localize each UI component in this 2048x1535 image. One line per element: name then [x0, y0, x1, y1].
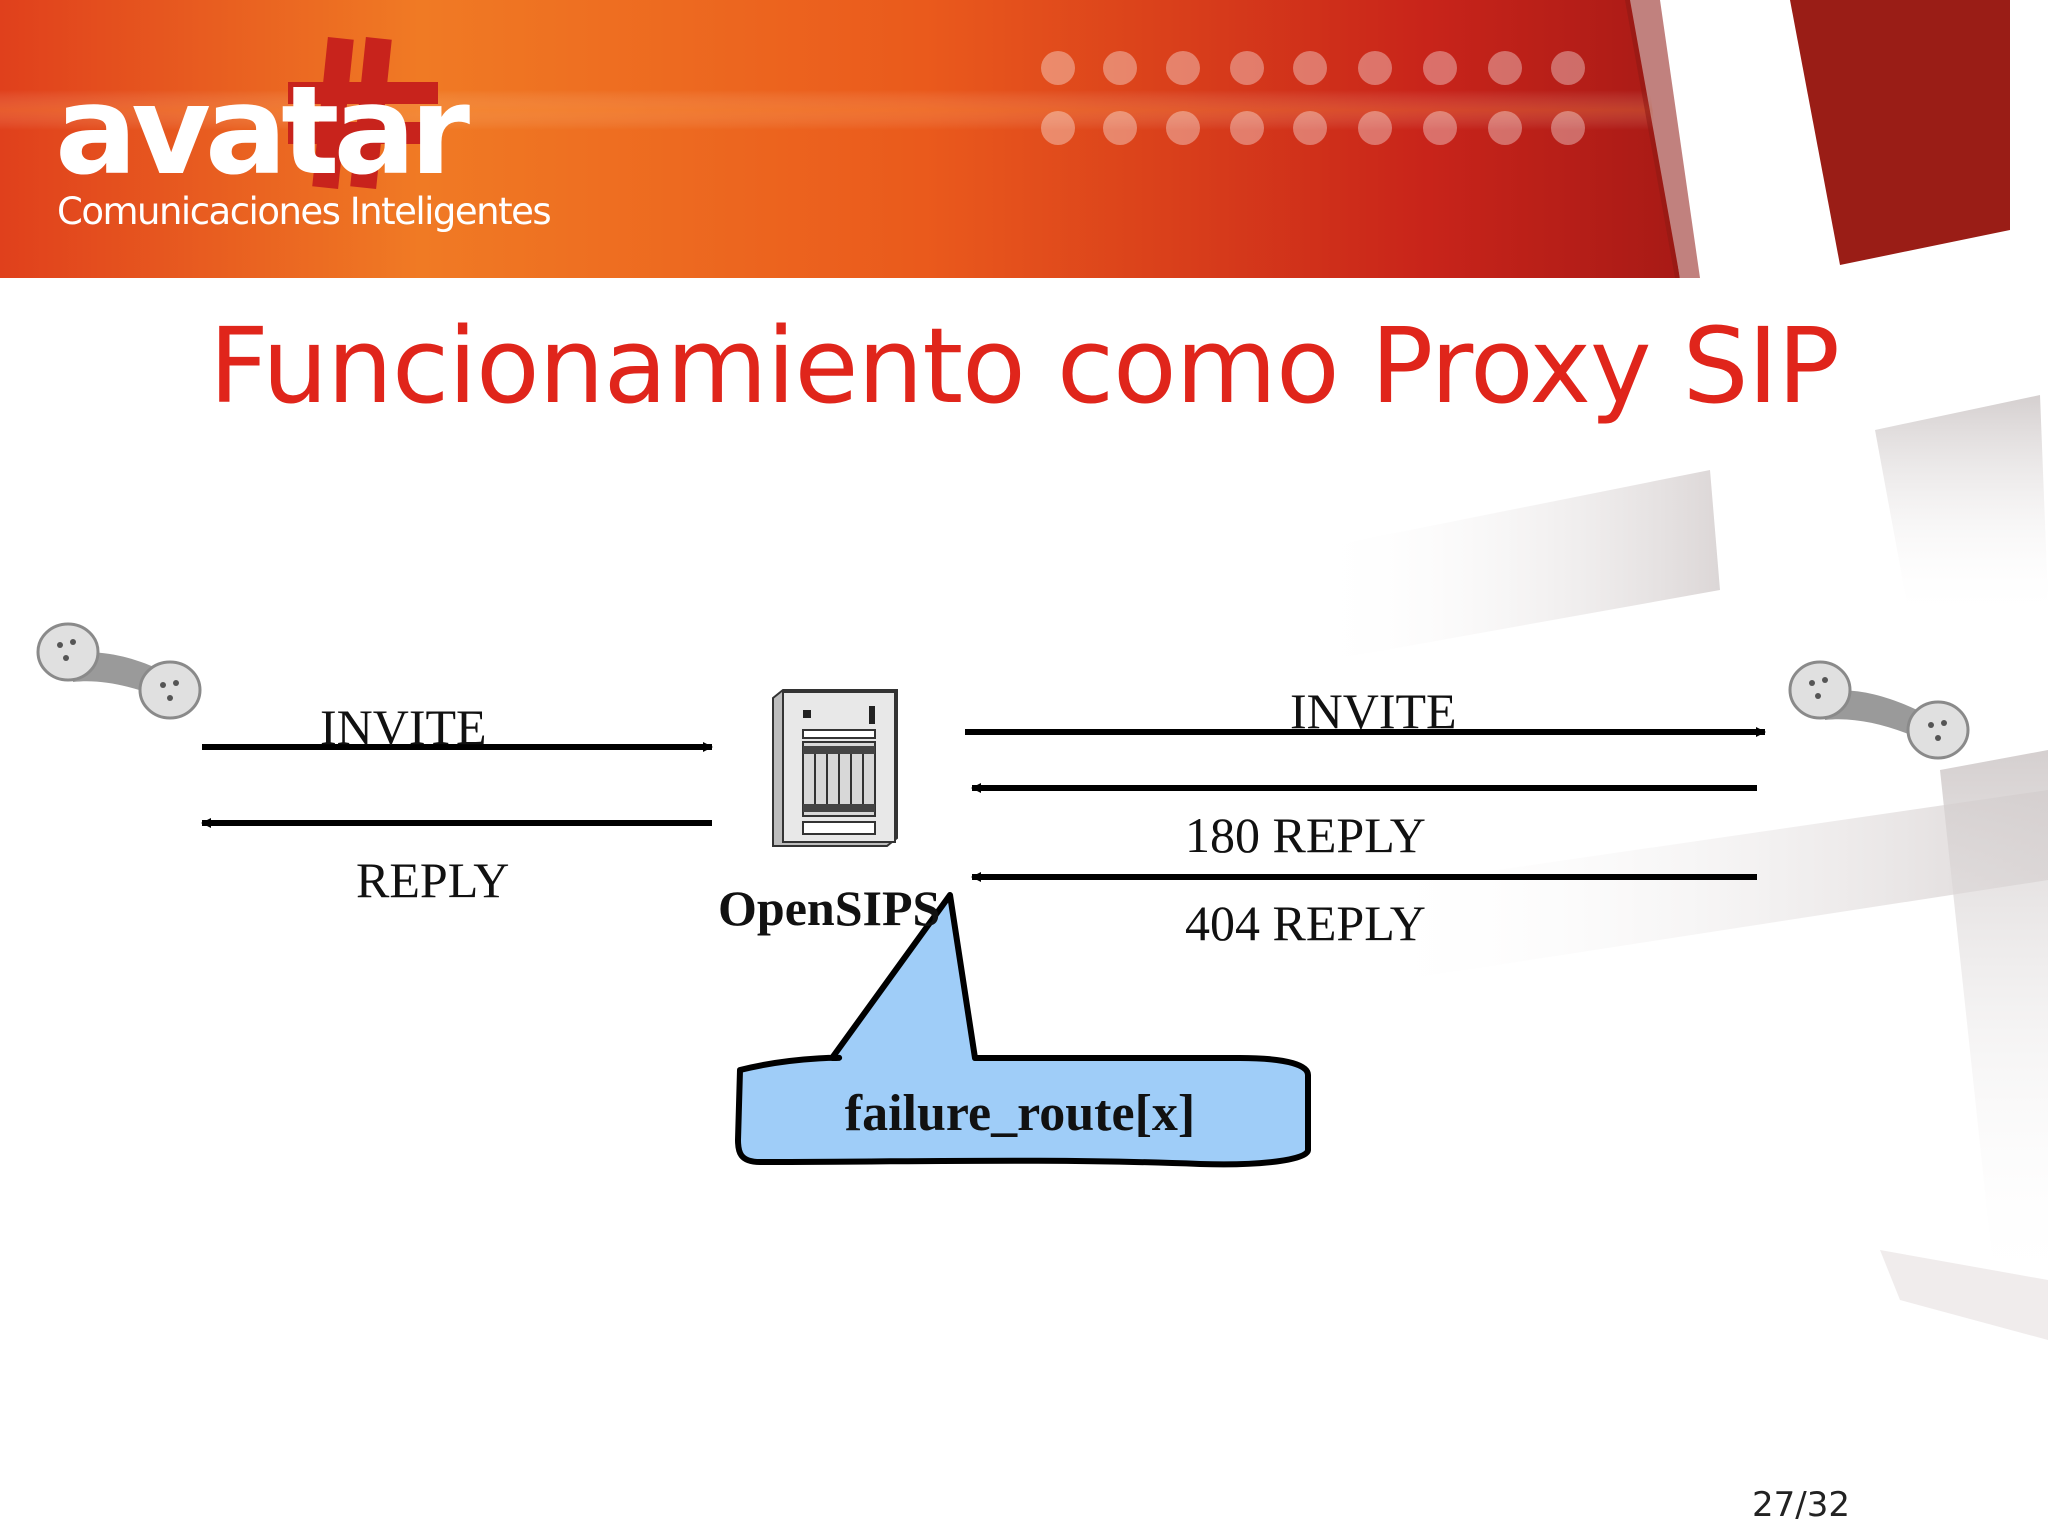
telephone-handset-icon — [36, 622, 202, 720]
callout-label: failure_route[x] — [844, 1085, 1196, 1142]
logo-wordmark: avatar — [55, 60, 470, 202]
failure-route-callout — [735, 892, 1311, 1168]
logo-tagline: Comunicaciones Inteligentes — [57, 190, 552, 233]
left-invite-label: INVITE — [320, 699, 487, 755]
right-invite-label: INVITE — [1290, 683, 1457, 739]
left-reply-label: REPLY — [356, 852, 510, 908]
avatar-logo: avatar Comunicaciones Inteligentes — [55, 30, 552, 250]
avatar-logo-cross-icon — [288, 37, 438, 189]
page-number: 27/32 — [1752, 1485, 1850, 1525]
server-label: OpenSIPS — [718, 880, 941, 936]
telephone-handset-icon — [1788, 660, 1970, 760]
server-rack-icon — [772, 689, 898, 847]
slide-title: Funcionamiento como Proxy SIP — [208, 305, 1840, 427]
header-dots — [1041, 51, 1585, 145]
right-404-reply-label: 404 REPLY — [1185, 895, 1426, 951]
right-180-reply-label: 180 REPLY — [1185, 807, 1426, 863]
